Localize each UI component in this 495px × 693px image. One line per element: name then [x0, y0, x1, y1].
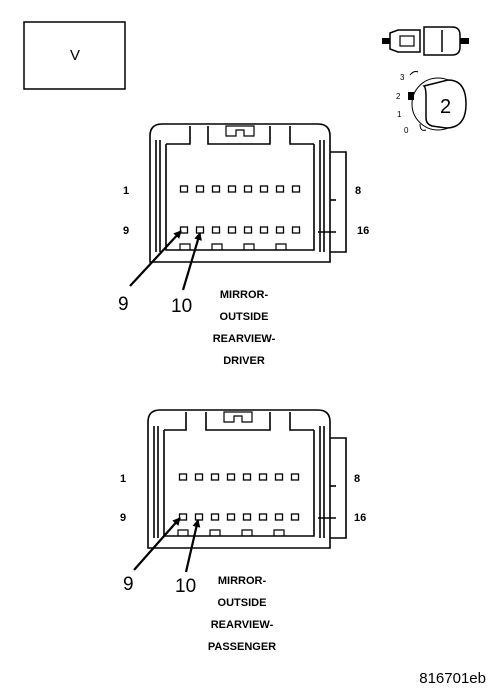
key-selected-position: 2: [440, 96, 451, 118]
title-line-2: OUTSIDE: [218, 597, 267, 609]
callout-label-10: 10: [171, 296, 192, 317]
callout-arrow-10: [184, 519, 201, 573]
pin-cavity: [179, 226, 189, 234]
pin-cavity: [258, 473, 268, 481]
pin-cavity: [275, 185, 285, 193]
pin-cavity: [258, 513, 268, 521]
title-line-4: DRIVER: [223, 355, 265, 367]
view-indicator-box: [23, 21, 126, 90]
pin-cavity: [290, 473, 300, 481]
connector-pin-cavities: [178, 473, 300, 521]
pin-cavity: [194, 513, 204, 521]
callout-label-10: 10: [175, 576, 196, 597]
pin-label-1: 1: [123, 185, 129, 197]
key-position-icon: 3 2 1 0 2: [396, 70, 467, 135]
pin-cavity: [211, 226, 221, 234]
pin-cavity: [226, 513, 236, 521]
key-position-3: 3: [400, 73, 405, 82]
callout-label-9: 9: [118, 294, 129, 315]
pin-cavity: [178, 513, 188, 521]
view-indicator: V: [23, 21, 126, 90]
pin-cavity: [226, 473, 236, 481]
pin-cavity: [210, 473, 220, 481]
view-indicator-label: V: [70, 47, 80, 64]
pin-label-9: 9: [123, 225, 129, 237]
pin-cavity: [195, 185, 205, 193]
pin-cavity: [243, 185, 253, 193]
connector-housing: [149, 123, 347, 263]
callout-arrow-10: [181, 232, 202, 291]
pin-cavity: [275, 226, 285, 234]
pin-cavity: [242, 513, 252, 521]
figure-id: 816701eb: [419, 670, 486, 687]
pin-cavity: [195, 226, 205, 234]
pin-cavity: [227, 185, 237, 193]
pin-cavity: [178, 473, 188, 481]
pin-label-1: 1: [120, 473, 126, 485]
pin-cavity: [290, 513, 300, 521]
pin-label-8: 8: [354, 473, 360, 485]
pin-label-8: 8: [355, 185, 361, 197]
title-line-1: MIRROR-: [220, 289, 269, 301]
connector-plug-icon: [382, 26, 469, 56]
key-position-0: 0: [404, 126, 409, 135]
pin-label-16: 16: [357, 225, 369, 237]
lower-latches: [179, 243, 287, 250]
connector-pin-cavities: [179, 185, 301, 234]
pin-cavity: [291, 185, 301, 193]
connector-housing: [147, 409, 347, 549]
connector-title: MIRROR- OUTSIDE REARVIEW- DRIVER: [213, 289, 276, 367]
title-line-4: PASSENGER: [208, 641, 276, 653]
callout-label-9: 9: [123, 574, 134, 595]
title-line-2: OUTSIDE: [220, 311, 269, 323]
pin-cavity: [259, 185, 269, 193]
connector-driver: 1 8 9 16 9 10 MIRROR- OUTSIDE REARVIEW- …: [118, 123, 369, 367]
pin-label-16: 16: [354, 512, 366, 524]
title-line-3: REARVIEW-: [213, 333, 276, 345]
pin-cavity: [194, 473, 204, 481]
pin-label-9: 9: [120, 512, 126, 524]
pin-cavity: [179, 185, 189, 193]
lower-latches: [177, 529, 285, 536]
callout-arrow-9: [129, 230, 182, 287]
key-position-2: 2: [396, 92, 401, 101]
pin-cavity: [291, 226, 301, 234]
title-line-1: MIRROR-: [218, 575, 267, 587]
title-line-3: REARVIEW-: [211, 619, 274, 631]
pin-cavity: [243, 226, 253, 234]
key-position-1: 1: [397, 110, 402, 119]
pin-cavity: [274, 513, 284, 521]
connector-passenger: 1 8 9 16 9 10 MIRROR- OUTSIDE REARVIEW- …: [120, 409, 366, 653]
pin-cavity: [274, 473, 284, 481]
pin-cavity: [227, 226, 237, 234]
callout-arrow-9: [133, 517, 181, 571]
pin-cavity: [242, 473, 252, 481]
pin-cavity: [259, 226, 269, 234]
pin-cavity: [210, 513, 220, 521]
connector-title: MIRROR- OUTSIDE REARVIEW- PASSENGER: [208, 575, 276, 653]
pin-cavity: [211, 185, 221, 193]
